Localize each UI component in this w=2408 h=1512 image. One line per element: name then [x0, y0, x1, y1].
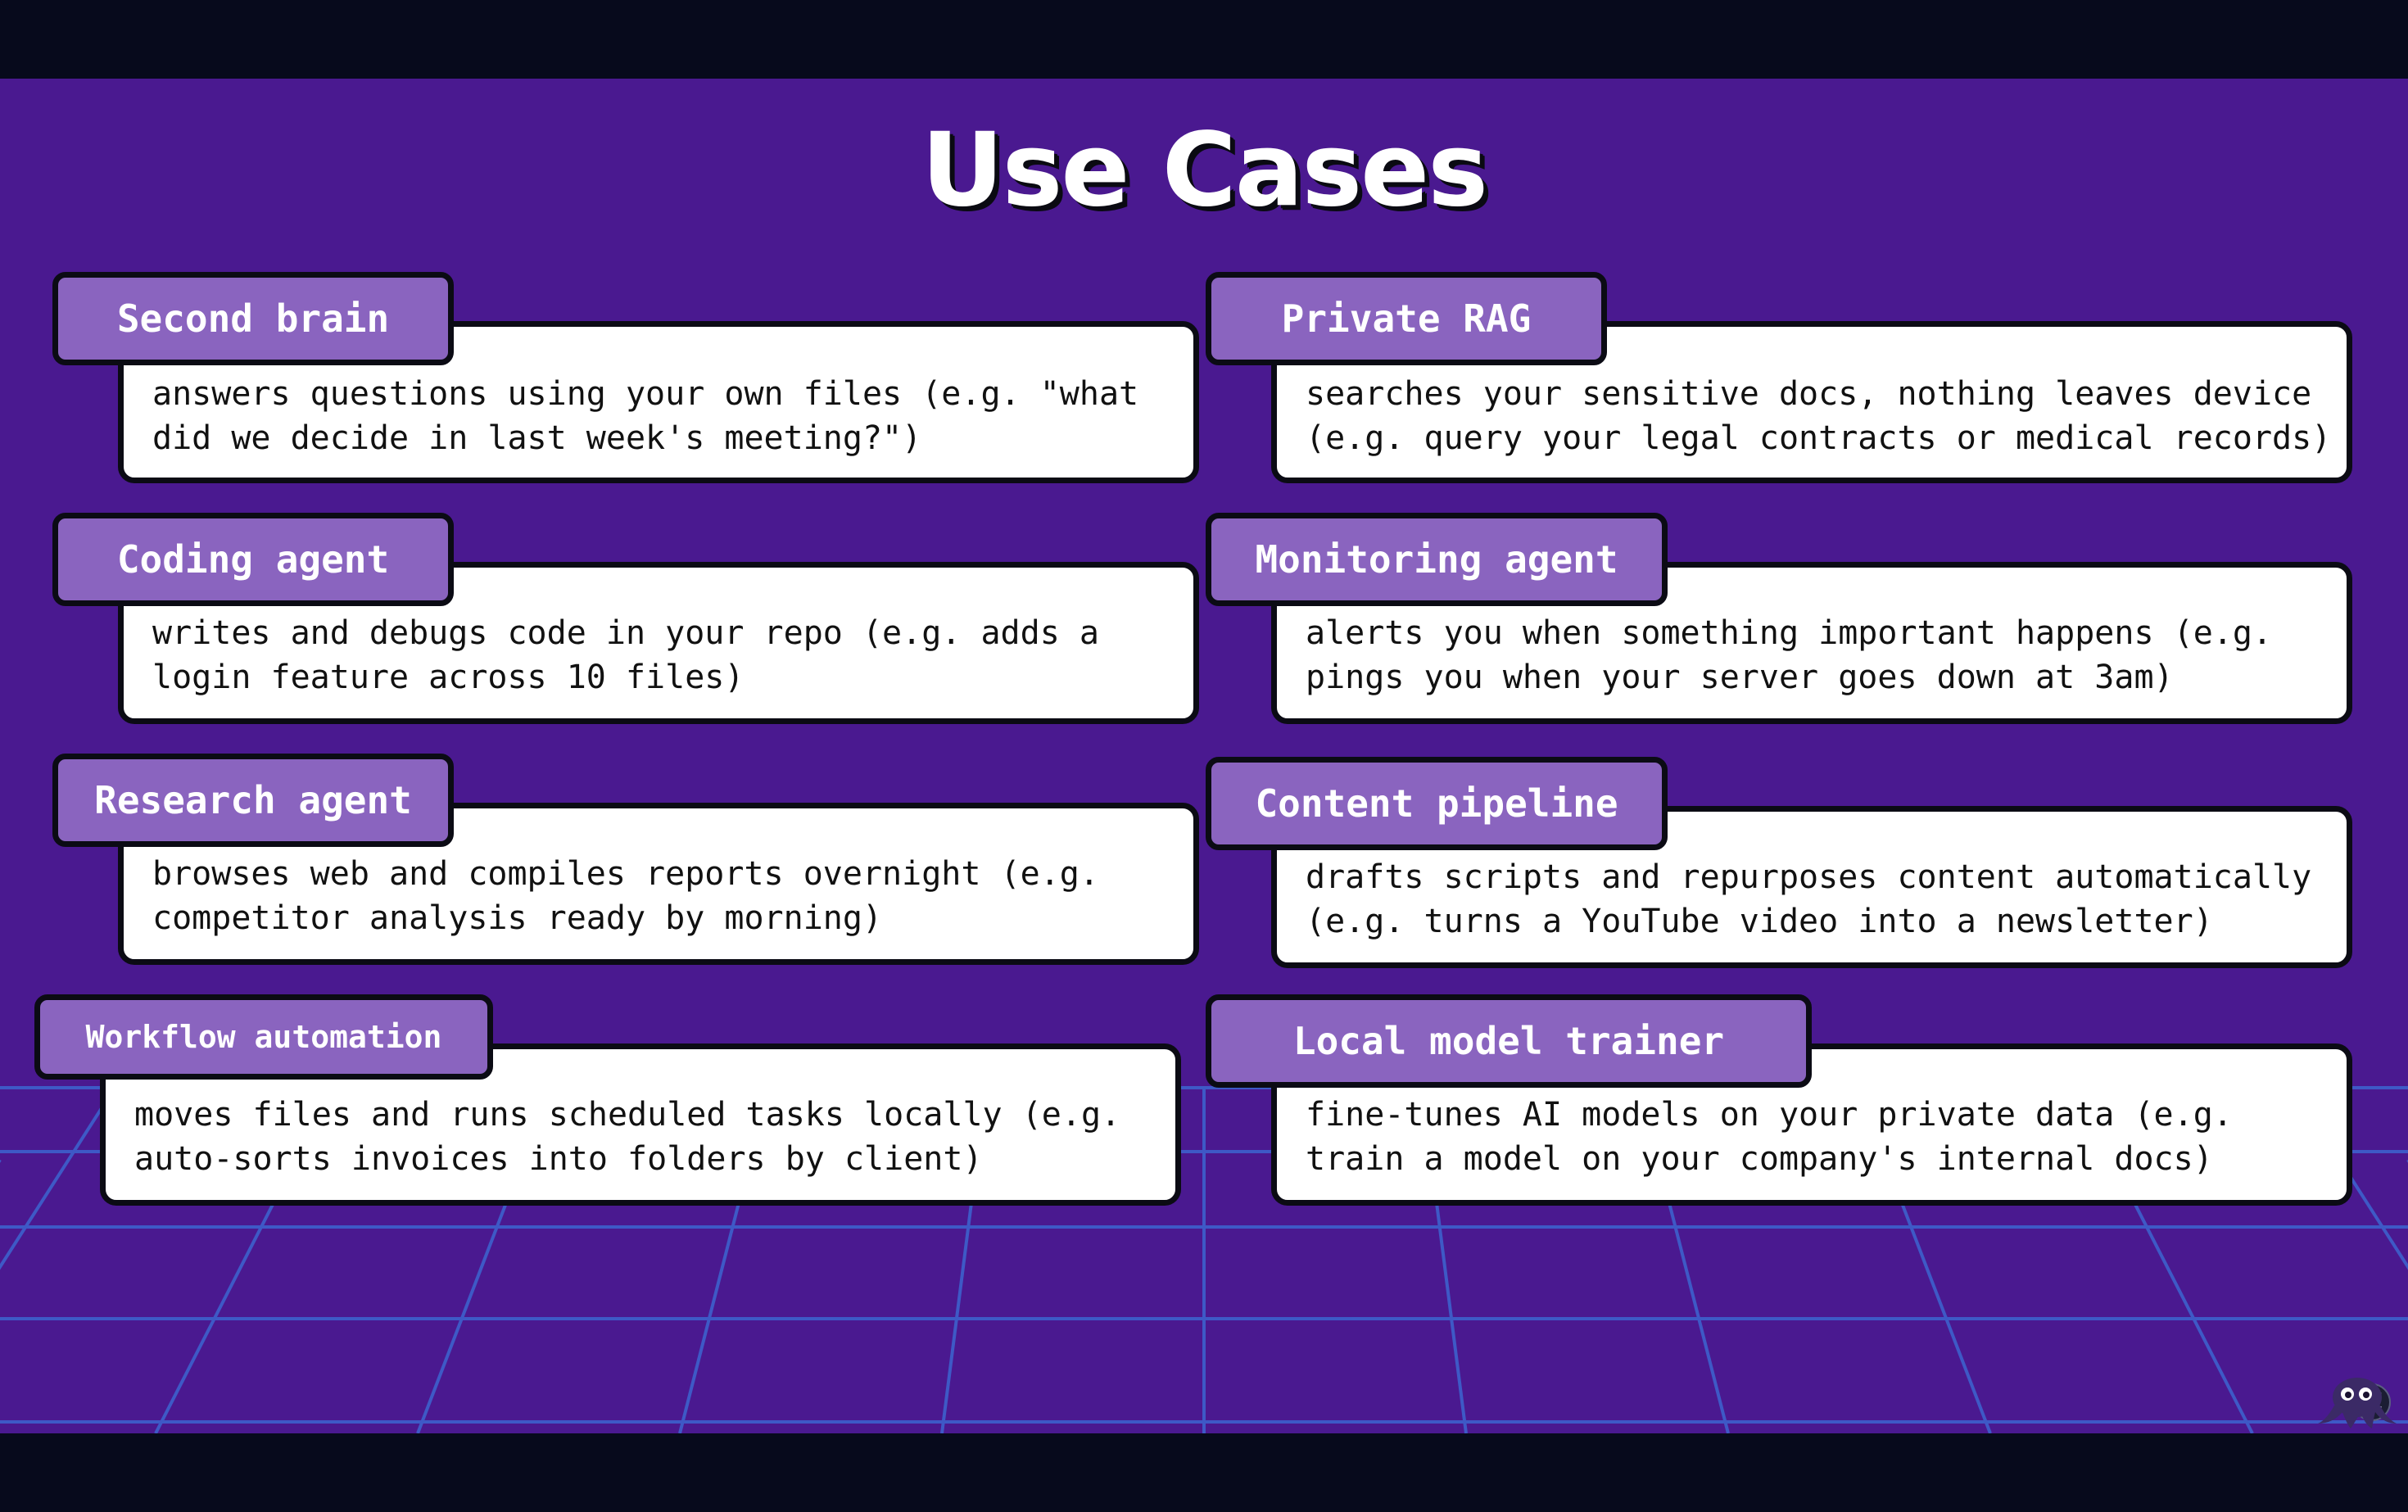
use-case-description: browses web and compiles reports overnig… — [152, 855, 1099, 937]
use-case-label-private-rag: Private RAG — [1206, 272, 1607, 365]
letterbox-bottom — [0, 1433, 2408, 1512]
use-case-label-second-brain: Second brain — [52, 272, 454, 365]
octopus-icon — [2318, 1378, 2397, 1428]
slide: Use Cases answers questions using your o… — [0, 79, 2408, 1433]
slide-title: Use Cases — [921, 111, 1488, 229]
use-case-label-content-pipeline: Content pipeline — [1206, 757, 1668, 850]
use-case-card-workflow-automation — [100, 1043, 1181, 1206]
use-case-description: drafts scripts and repurposes content au… — [1306, 858, 2312, 940]
use-case-description: answers questions using your own files (… — [152, 375, 1139, 457]
use-case-label-research-agent: Research agent — [52, 754, 454, 847]
use-case-label-coding-agent: Coding agent — [52, 513, 454, 606]
use-case-description: alerts you when something important happ… — [1306, 614, 2273, 696]
use-case-label-local-model-trainer: Local model trainer — [1206, 994, 1812, 1088]
use-case-description: fine-tunes AI models on your private dat… — [1306, 1096, 2233, 1178]
use-case-label-workflow-automation: Workflow automation — [34, 994, 493, 1080]
use-case-description: searches your sensitive docs, nothing le… — [1306, 375, 2332, 457]
use-case-label-monitoring-agent: Monitoring agent — [1206, 513, 1668, 606]
letterbox-top — [0, 0, 2408, 79]
use-case-description: moves files and runs scheduled tasks loc… — [134, 1096, 1121, 1178]
use-case-description: writes and debugs code in your repo (e.g… — [152, 614, 1099, 696]
